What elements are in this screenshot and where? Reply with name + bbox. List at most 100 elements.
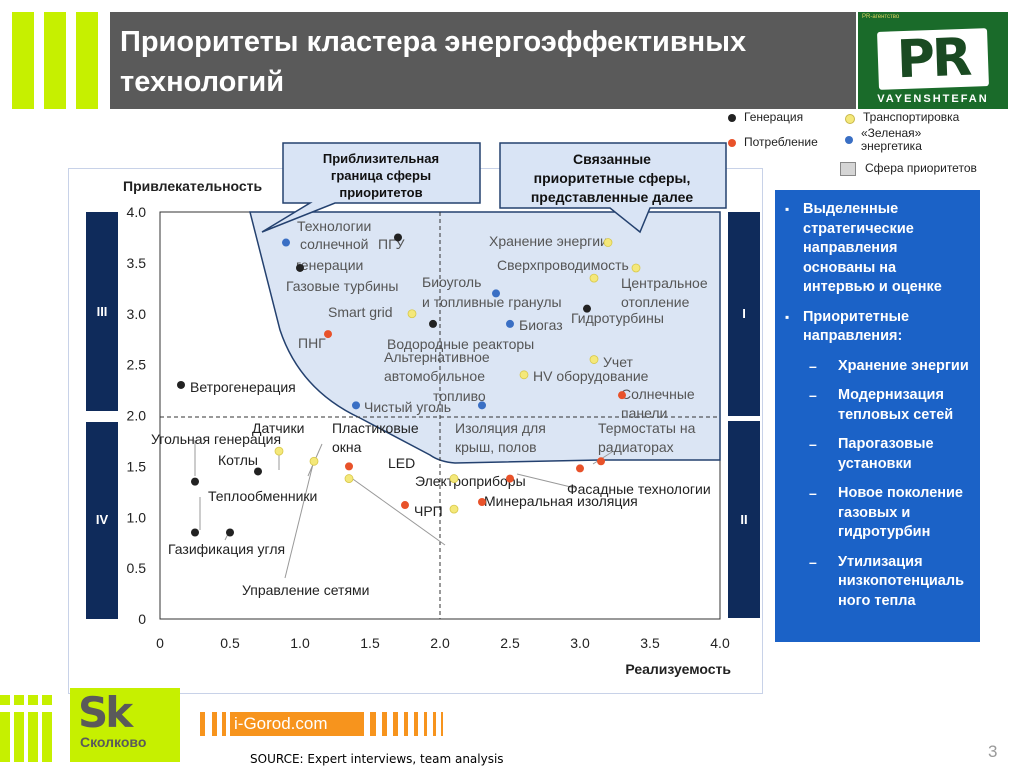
quadrant-bar-ii [728,421,760,618]
callout-boundary-line3: приоритетов [339,185,422,200]
label-energy-storage: Хранение энергии [489,233,608,249]
sphere-square-icon [840,162,856,176]
label-thermostats-1: Термостаты на [598,420,696,436]
data-point [344,474,354,483]
label-solar-panels-2: панели [621,405,667,421]
quadrant-bar-i [728,212,760,416]
data-point [583,304,591,313]
data-point [324,330,332,339]
stripe-3 [222,712,226,736]
legend-consumption: Потребление [728,136,818,149]
stripe-1 [200,712,205,736]
sk-logo-name: Сколково [80,734,147,750]
x-tick-label: 4.0 [710,635,730,651]
label-central-heating-2: отопление [621,294,690,310]
priority-sphere [249,211,721,464]
stripe-7 [404,712,408,736]
data-point [282,238,290,247]
pr-logo: PR-агентство PR VAYENSHTEFAN [858,12,1008,109]
quadrant-label-iii: III [97,304,108,319]
label-coal-gasification: Газификация угля [168,541,285,557]
label-facade: Фасадные технологии [567,481,711,497]
side-panel: Выделенные стратегические направления ос… [775,190,980,642]
y-tick-label: 4.0 [127,204,147,220]
quadrant-label-i: I [742,306,746,321]
y-tick-label: 1.0 [127,509,147,525]
data-point [352,401,360,410]
y-tick-labels: 00.51.01.52.02.53.03.54.0 [127,204,147,627]
y-tick-label: 2.0 [127,408,147,424]
data-point [407,309,417,319]
label-thermostats-2: радиаторах [598,439,674,455]
label-png: ПНГ [298,335,326,351]
legend-sphere: Сфера приоритетов [840,162,977,176]
label-smart-grid: Smart grid [328,304,393,320]
data-point [631,263,641,273]
stripe-4 [370,712,376,736]
x-tick-label: 0 [156,635,164,651]
igorod-logo: i-Gorod.com [230,712,364,736]
label-insulation-2: крыш, полов [455,439,537,455]
label-hv: HV оборудование [533,368,649,384]
callout-boundary-shape [261,142,481,233]
callout-related-line2: приоритетные сферы, [534,170,691,186]
label-biocoal-2: и топливные гранулы [422,294,562,310]
data-point [478,401,486,410]
data-point [345,462,353,471]
transport-dot-icon [845,114,855,124]
page-title: Приоритеты кластера энергоэффективных те… [120,26,747,98]
side-sub-item-4: Утилизация низкопотенциаль ного тепла [783,553,972,612]
data-point [589,355,599,364]
label-central-heating-1: Центральное [621,275,708,291]
logo-name: VAYENSHTEFAN [877,93,989,105]
label-alt-fuel-3: топливо [433,388,486,404]
point-labels: Технологии солнечной генерации ПГУ Газов… [151,218,711,598]
label-hydrogen: Водородные реакторы [387,336,534,352]
data-point [191,528,199,537]
label-metering: Учет [603,354,634,370]
label-coal-gen: Угольная генерация [151,431,281,447]
y-axis-title: Привлекательность [123,178,263,194]
connector-facade [516,473,576,489]
stripe-9 [424,712,427,736]
data-point [506,474,514,483]
data-point [589,273,599,283]
data-point [394,233,402,242]
y-tick-label: 3.5 [127,255,147,271]
label-biogas: Биогаз [519,317,563,333]
quadrant-bar-iv [86,422,118,619]
label-vfd: ЧРП [414,503,443,519]
label-solar-gen-3: генерации [296,257,363,273]
stripe-11 [441,712,443,736]
label-superconductivity: Сверхпроводимость [497,257,629,273]
callout-related-shape [499,142,727,234]
data-point [506,319,514,328]
accent-bar-3 [76,12,98,109]
side-sub-item-2: Парогазовые установки [783,435,972,474]
accent-bar-2 [44,12,66,109]
side-item-1: Приоритетные направления: [783,308,972,347]
side-sub-item-1: Модернизация тепловых сетей [783,386,972,425]
x-tick-label: 3.0 [570,635,590,651]
page-number: 3 [988,742,998,761]
data-point [618,391,626,400]
label-clean-coal: Чистый уголь [364,399,451,415]
x-tick-label: 2.0 [430,635,450,651]
data-point [478,497,486,506]
y-tick-label: 1.5 [127,458,147,474]
data-point [296,263,304,272]
y-tick-label: 0 [138,611,146,627]
x-tick-label: 0.5 [220,635,240,651]
label-boilers: Котлы [218,452,258,468]
label-mineral: Минеральная изоляция [484,493,638,509]
label-gas-turbines: Газовые турбины [286,278,398,294]
accent-bar-1 [12,12,34,109]
stripe-10 [433,712,436,736]
quadrant-bar-iii [86,212,118,411]
callout-boundary-line2: граница сферы [331,168,431,183]
sk-logo-mark: Sk [78,688,133,737]
data-point [449,474,459,483]
data-point [492,289,500,298]
data-point [274,446,284,456]
